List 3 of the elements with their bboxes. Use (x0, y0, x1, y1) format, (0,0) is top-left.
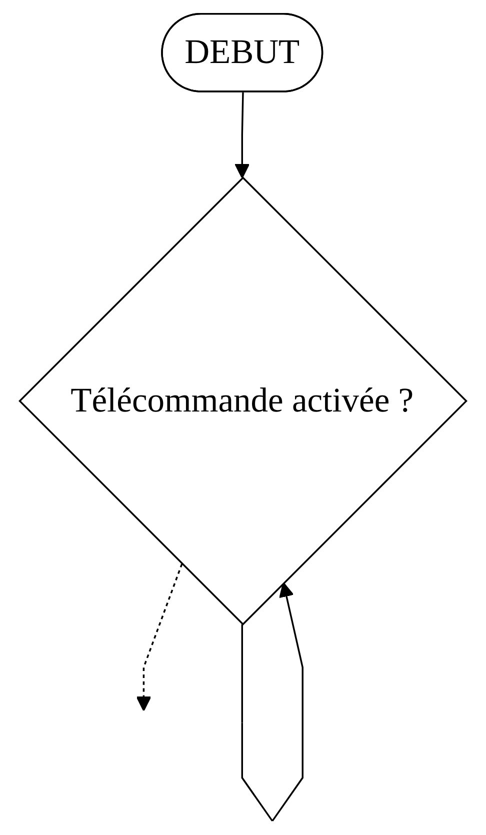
arrow (136, 564, 183, 712)
node-diamond: Télécommande activée ? (18, 176, 468, 626)
arrow (234, 92, 250, 178)
